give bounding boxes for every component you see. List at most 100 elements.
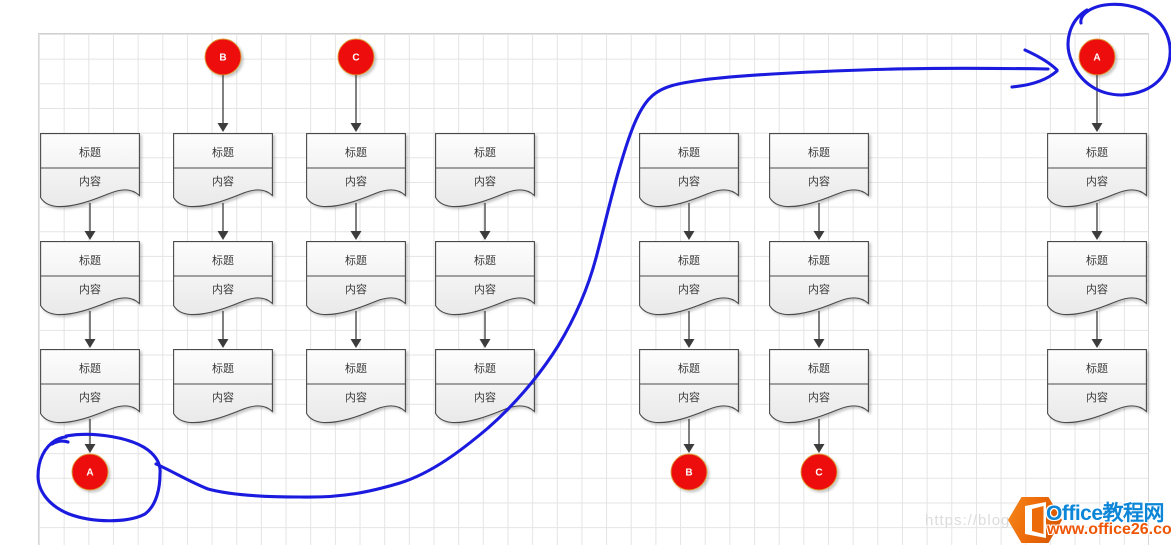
node-body: 内容 — [808, 390, 830, 404]
arrow-head — [350, 231, 362, 240]
node-title: 标题 — [1086, 253, 1108, 267]
annotation-arrowhead-lower — [1010, 69, 1059, 89]
annotation-arrowhead-upper — [1023, 48, 1059, 72]
connector-letter: A — [1093, 53, 1100, 64]
annotation-long-curve — [154, 66, 1050, 499]
watermark-brand-text: Office教程网 — [1046, 502, 1165, 525]
node-body: 内容 — [678, 282, 700, 296]
node-body: 内容 — [79, 282, 101, 296]
connector-letter: B — [685, 468, 692, 479]
node-body: 内容 — [345, 390, 367, 404]
office-logo-icon — [1008, 497, 1062, 543]
node-title: 标题 — [474, 361, 496, 375]
node-title: 标题 — [1086, 145, 1108, 159]
node-title: 标题 — [79, 253, 101, 267]
arrow-head — [813, 444, 825, 453]
node-body: 内容 — [79, 390, 101, 404]
connector-circle-A[interactable]: A — [1078, 38, 1116, 76]
arrow-head — [479, 231, 491, 240]
annotation-loop-tick — [50, 439, 70, 446]
arrow-head — [813, 339, 825, 348]
arrow-head — [1091, 231, 1103, 240]
node-body: 内容 — [474, 282, 496, 296]
node-body: 内容 — [808, 282, 830, 296]
node-title: 标题 — [808, 145, 830, 159]
node-body: 内容 — [1086, 174, 1108, 188]
faint-url-watermark: https://blog — [925, 512, 1011, 529]
connector-circle-A[interactable]: A — [71, 453, 109, 491]
arrow-head — [813, 231, 825, 240]
arrow-head — [1091, 123, 1103, 132]
node-title: 标题 — [212, 253, 234, 267]
arrow-head — [683, 444, 695, 453]
connector-letter: B — [219, 53, 226, 64]
node-title: 标题 — [212, 145, 234, 159]
arrow-head — [217, 231, 229, 240]
node-title: 标题 — [474, 253, 496, 267]
watermark-site-url: www.office26.com — [1047, 521, 1171, 538]
node-title: 标题 — [678, 253, 700, 267]
connector-letter: C — [352, 53, 359, 64]
annotation-ink-layer — [36, 2, 1171, 523]
node-body: 内容 — [678, 174, 700, 188]
node-body: 内容 — [212, 390, 234, 404]
node-title: 标题 — [678, 145, 700, 159]
connector-circle-C[interactable]: C — [800, 453, 838, 491]
connector-letter: A — [86, 468, 93, 479]
arrow-head — [84, 339, 96, 348]
node-body: 内容 — [474, 390, 496, 404]
arrow-head — [217, 339, 229, 348]
arrow-head — [350, 123, 362, 132]
arrow-head — [84, 231, 96, 240]
arrow-head — [479, 339, 491, 348]
arrow-head — [1091, 339, 1103, 348]
node-body: 内容 — [1086, 390, 1108, 404]
arrow-head — [84, 444, 96, 453]
node-title: 标题 — [474, 145, 496, 159]
node-title: 标题 — [678, 361, 700, 375]
node-body: 内容 — [678, 390, 700, 404]
node-title: 标题 — [79, 145, 101, 159]
connector-circle-C[interactable]: C — [337, 38, 375, 76]
connector-circle-B[interactable]: B — [670, 453, 708, 491]
node-title: 标题 — [212, 361, 234, 375]
node-title: 标题 — [345, 361, 367, 375]
connector-letter: C — [815, 468, 822, 479]
node-body: 内容 — [212, 174, 234, 188]
node-title: 标题 — [808, 253, 830, 267]
arrow-head — [350, 339, 362, 348]
node-title: 标题 — [1086, 361, 1108, 375]
node-body: 内容 — [808, 174, 830, 188]
node-body: 内容 — [474, 174, 496, 188]
node-body: 内容 — [212, 282, 234, 296]
arrow-head — [683, 231, 695, 240]
node-title: 标题 — [808, 361, 830, 375]
node-title: 标题 — [345, 145, 367, 159]
connector-circle-B[interactable]: B — [204, 38, 242, 76]
arrow-head — [217, 123, 229, 132]
node-body: 内容 — [345, 174, 367, 188]
